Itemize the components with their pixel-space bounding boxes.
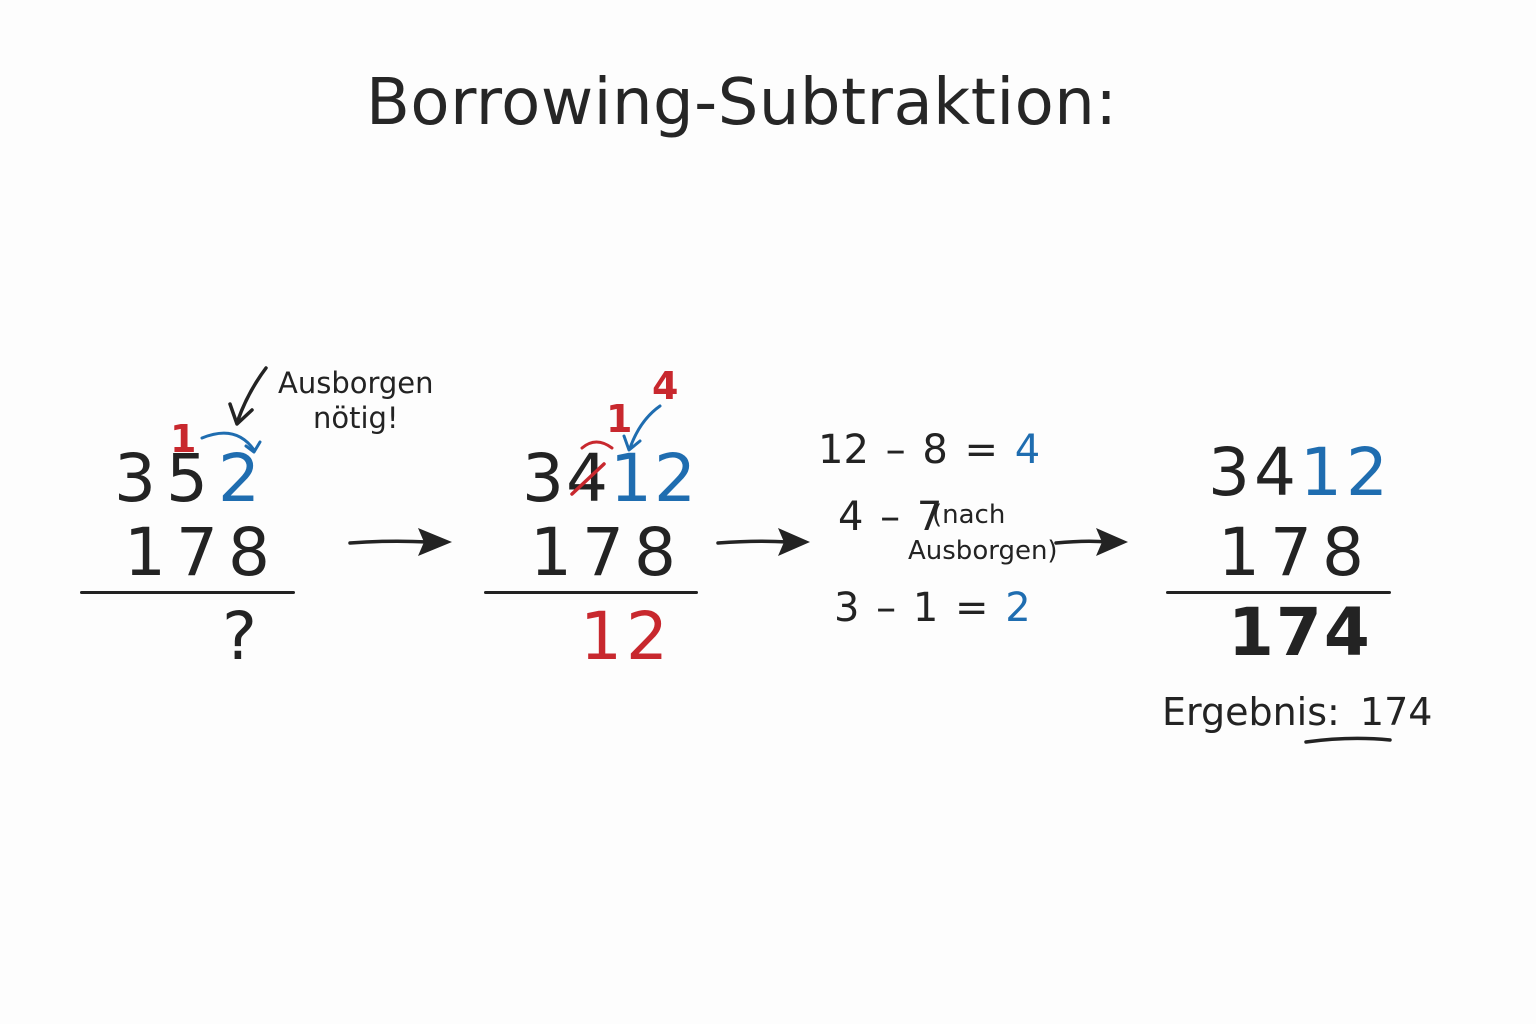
partial-result: 12	[580, 598, 672, 675]
subtrahend: 178	[124, 514, 280, 591]
minuend: 3412	[522, 446, 698, 512]
calc-expression: 12 – 8 =	[818, 427, 999, 473]
minuend-ones-digit: 2	[217, 440, 270, 517]
result-underline	[1304, 736, 1392, 744]
note-line-1: Ausborgen	[278, 366, 434, 400]
result-value: 174	[1359, 690, 1433, 734]
sum-line	[484, 591, 698, 594]
calc-line-ones: 12 – 8 = 4	[818, 430, 1040, 470]
subtrahend: 178	[530, 514, 686, 591]
right-arrow-icon	[348, 528, 452, 556]
pointer-arrow-icon	[228, 366, 268, 426]
minuend: 3412	[1208, 440, 1392, 506]
note-line-2: nötig!	[312, 400, 399, 435]
sum-line	[80, 591, 295, 594]
final-result: 174	[1228, 594, 1372, 671]
calc-result: 4	[1014, 427, 1041, 473]
minuend: 352	[114, 446, 270, 512]
calc-line-tens: 4 – 7	[838, 497, 942, 537]
calc-line-hundreds: 3 – 1 = 2	[834, 588, 1031, 628]
borrow-needed-note: Ausborgen nötig!	[278, 366, 434, 436]
unknown-result: ?	[222, 598, 268, 675]
minuend-borrowed-digits: 12	[1299, 434, 1392, 511]
minuend-digits: 35	[114, 440, 218, 517]
carry-digit: 1	[170, 417, 197, 461]
calc-result: 2	[1005, 585, 1031, 631]
calc-expression: 3 – 1 =	[834, 585, 989, 631]
right-arrow-icon	[1054, 528, 1128, 556]
result-summary: Ergebnis: 174	[1162, 690, 1432, 734]
sum-line	[1166, 591, 1391, 594]
minuend-digits: 34	[522, 440, 610, 517]
calc-note-line-2: Ausborgen)	[908, 536, 1058, 566]
page-title: Borrowing-Subtraktion:	[366, 66, 1118, 140]
calc-expression: 4 – 7	[838, 494, 943, 540]
minuend-digits: 34	[1208, 434, 1300, 511]
carry-top-digit: 4	[652, 364, 679, 408]
minuend-borrowed-digits: 12	[609, 440, 698, 517]
carry-mid-digit: 1	[606, 397, 633, 441]
right-arrow-icon	[716, 528, 810, 556]
calc-note-line-1: (nach	[932, 500, 1006, 530]
subtrahend: 178	[1218, 514, 1374, 591]
result-label: Ergebnis:	[1162, 690, 1340, 734]
